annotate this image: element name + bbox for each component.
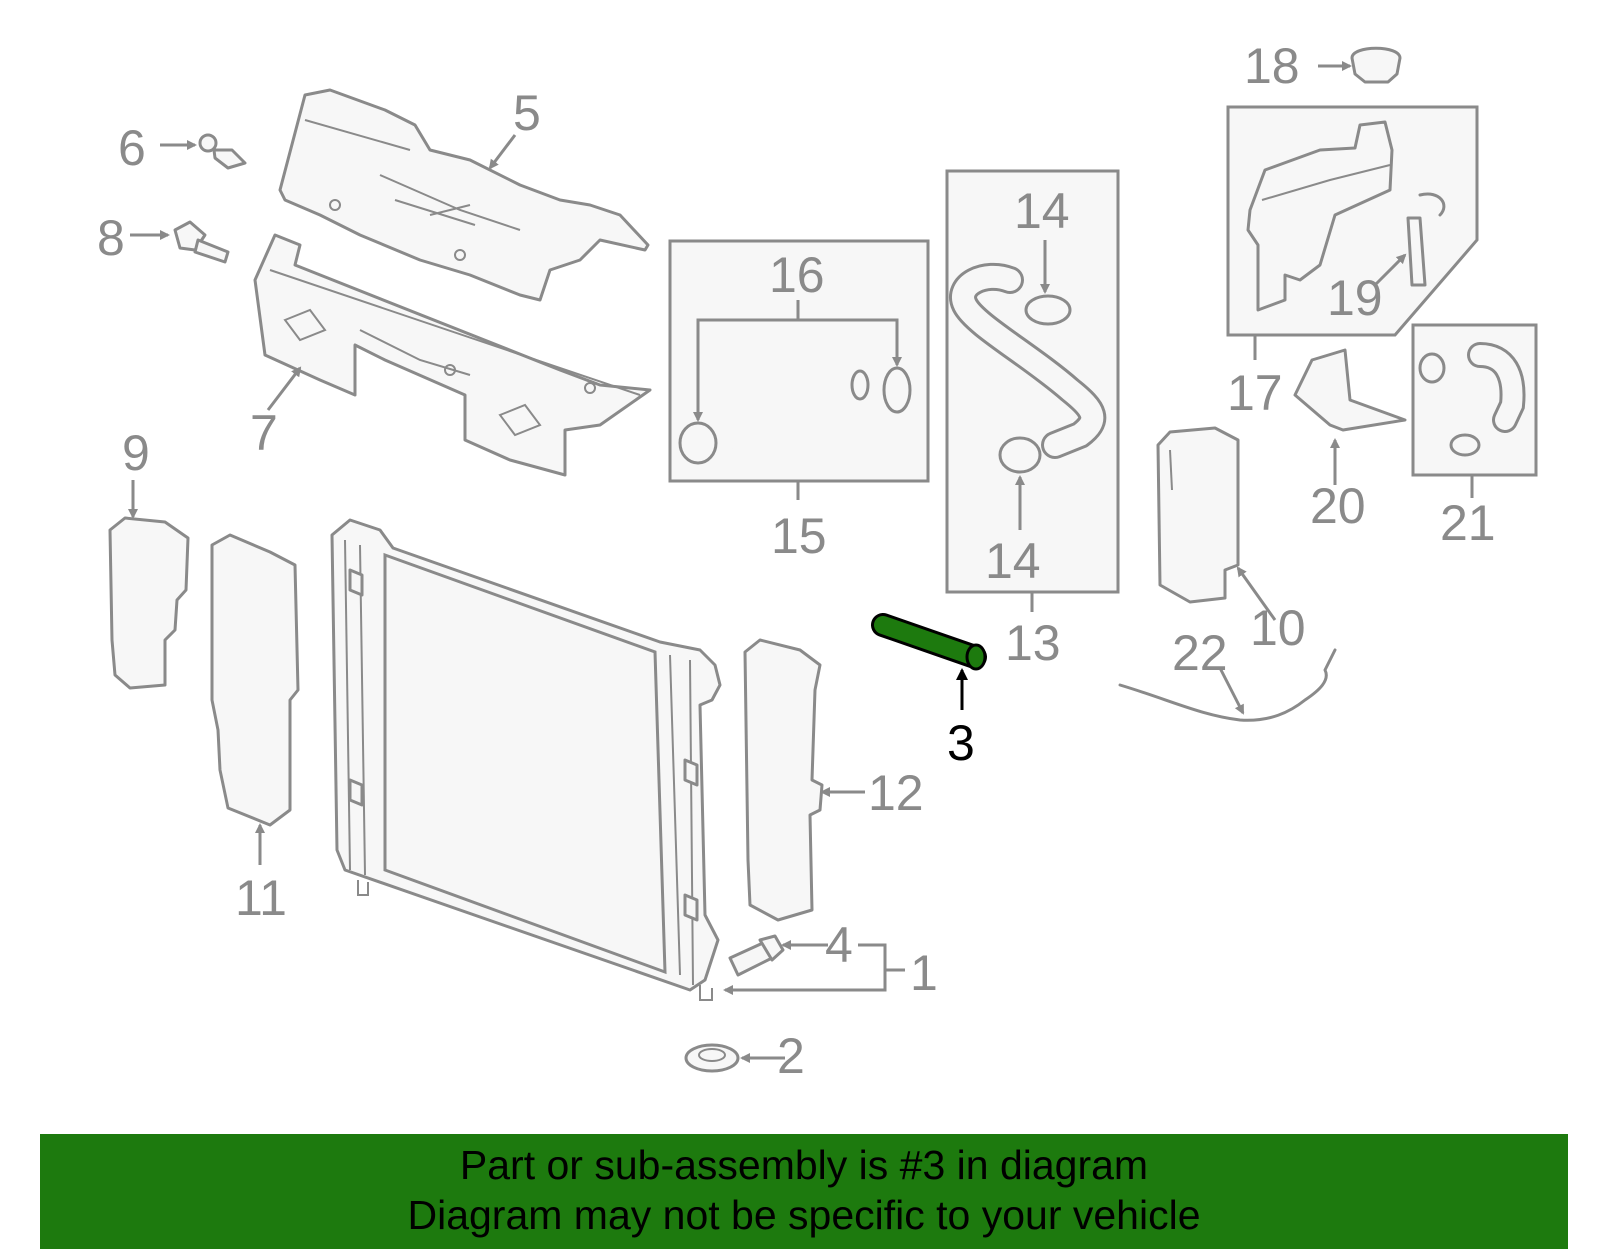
clamp-part-16[interactable] <box>678 366 912 465</box>
radiator-hose-part-15[interactable] <box>727 369 871 469</box>
callout-15: 15 <box>771 508 827 564</box>
deflector-part-10[interactable] <box>1156 426 1240 604</box>
seal-part-12[interactable] <box>743 638 824 922</box>
callout-16: 16 <box>769 247 825 303</box>
bolt-part-8[interactable] <box>173 220 230 264</box>
callout-21: 21 <box>1440 495 1496 551</box>
clip-part-6[interactable] <box>198 133 247 170</box>
callout-1: 1 <box>910 945 938 1001</box>
callout-12: 12 <box>868 765 924 821</box>
hose-kit-box-13 <box>945 169 1120 594</box>
upper-baffle-part-5[interactable] <box>278 88 650 302</box>
callout-3: 3 <box>947 715 975 771</box>
clamp-part-14[interactable] <box>998 294 1072 474</box>
banner-line-1: Part or sub-assembly is #3 in diagram <box>459 1142 1149 1188</box>
callout-5: 5 <box>513 85 541 141</box>
hose-part-19[interactable] <box>1406 192 1446 287</box>
seal-ring-part-2[interactable] <box>684 1043 740 1073</box>
surge-tank-part-17[interactable] <box>1246 120 1394 312</box>
leader-lines <box>128 61 1474 1063</box>
callout-9: 9 <box>122 425 150 481</box>
callout-13: 13 <box>1005 615 1061 671</box>
cap-part-18[interactable] <box>1350 46 1402 84</box>
callout-20: 20 <box>1310 478 1366 534</box>
deflector-part-9[interactable] <box>108 516 190 690</box>
callout-22: 22 <box>1172 625 1228 681</box>
radiator-part-1[interactable] <box>330 518 722 1001</box>
callout-2: 2 <box>777 1028 805 1084</box>
callout-14-top: 14 <box>1014 183 1070 239</box>
callout-6: 6 <box>118 120 146 176</box>
info-banner: Part or sub-assembly is #3 in diagram Di… <box>40 1134 1568 1249</box>
drain-plug-part-4[interactable] <box>728 934 785 977</box>
bracket-part-20[interactable] <box>1293 348 1407 432</box>
callout-14-bottom: 14 <box>985 533 1041 589</box>
callout-7: 7 <box>250 405 278 461</box>
radiator-hose-part-13[interactable] <box>949 262 1107 459</box>
hose-part-21[interactable] <box>1418 342 1526 457</box>
callout-18: 18 <box>1244 38 1300 94</box>
callout-17: 17 <box>1227 365 1283 421</box>
callout-19: 19 <box>1327 270 1383 326</box>
seal-part-11[interactable] <box>210 533 300 827</box>
callout-labels: 1 2 3 4 5 6 7 8 9 10 11 12 13 14 14 15 1… <box>97 38 1496 1084</box>
lower-baffle-part-7[interactable] <box>253 233 652 477</box>
callout-8: 8 <box>97 210 125 266</box>
callout-10: 10 <box>1250 600 1306 656</box>
highlighted-hose-part-3[interactable] <box>871 613 987 671</box>
callout-4: 4 <box>825 917 853 973</box>
harness-part-22[interactable] <box>1118 648 1337 722</box>
callout-11: 11 <box>235 870 287 926</box>
banner-line-2: Diagram may not be specific to your vehi… <box>407 1192 1201 1238</box>
